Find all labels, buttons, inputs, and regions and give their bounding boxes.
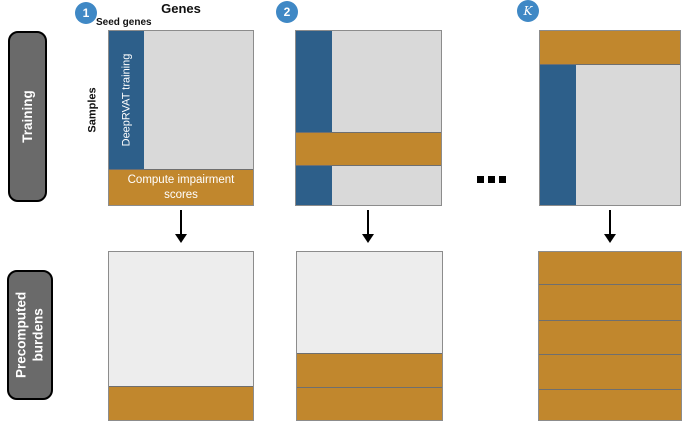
pending-burdens-block <box>109 252 253 386</box>
impairment-scores-block <box>540 31 680 65</box>
training-row-label: Training <box>8 31 47 202</box>
remaining-genes-block <box>332 31 441 132</box>
pending-burdens-block <box>297 252 442 353</box>
arrow-shaft <box>609 210 611 234</box>
deeprvat-training-label: DeepRVAT training <box>120 53 133 147</box>
seed-genes-training-block <box>540 65 576 205</box>
remaining-genes-block <box>576 65 680 205</box>
impairment-scores-block: Compute impairment scores <box>109 169 253 205</box>
training-matrix-fold-1: DeepRVAT training Compute impairment sco… <box>108 30 254 206</box>
arrow-shaft <box>367 210 369 234</box>
computed-burdens-block <box>539 284 681 320</box>
ellipsis-dot <box>499 176 506 183</box>
seed-genes-label: Seed genes <box>96 17 152 28</box>
burden-matrix-fold-1 <box>108 251 254 421</box>
arrow-head <box>175 234 187 243</box>
fold-2-badge: 2 <box>276 1 298 23</box>
fold-k-badge: K <box>517 0 539 22</box>
ellipsis-dot <box>477 176 484 183</box>
computed-burdens-block <box>109 386 253 420</box>
fold-1-badge-label: 1 <box>82 6 90 20</box>
arrow-head <box>604 234 616 243</box>
arrow-down-icon <box>361 210 375 243</box>
training-matrix-fold-2 <box>295 30 442 206</box>
remaining-genes-block <box>144 31 253 169</box>
fold-k-badge-label: K <box>523 4 533 18</box>
arrow-down-icon <box>174 210 188 243</box>
arrow-shaft <box>180 210 182 234</box>
training-row-label-text: Training <box>20 90 36 143</box>
precomputed-burdens-row-label: Precomputed burdens <box>7 270 53 400</box>
compute-impairment-label: Compute impairment scores <box>127 173 235 201</box>
ellipsis-icon <box>477 176 506 183</box>
computed-burdens-block <box>539 252 681 284</box>
genes-axis-label: Genes <box>161 1 201 16</box>
precomputed-burdens-row-label-text: Precomputed burdens <box>13 291 45 379</box>
ellipsis-dot <box>488 176 495 183</box>
burden-matrix-fold-k <box>538 251 682 421</box>
computed-burdens-block <box>539 320 681 354</box>
impairment-scores-block <box>296 132 441 166</box>
fold-2-badge-label: 2 <box>283 5 291 19</box>
samples-axis-label: Samples <box>82 57 104 162</box>
seed-genes-training-block <box>296 166 332 205</box>
computed-burdens-block <box>539 389 681 420</box>
burden-matrix-fold-2 <box>296 251 443 421</box>
seed-genes-training-block: DeepRVAT training <box>109 31 144 169</box>
seed-genes-training-block <box>296 31 332 132</box>
computed-burdens-block <box>297 353 442 387</box>
remaining-genes-block <box>332 166 441 205</box>
arrow-head <box>362 234 374 243</box>
training-matrix-fold-k <box>539 30 681 206</box>
computed-burdens-block <box>539 354 681 389</box>
arrow-down-icon <box>603 210 617 243</box>
computed-burdens-block <box>297 387 442 420</box>
samples-axis-label-text: Samples <box>87 86 99 133</box>
fold-1-badge: 1 <box>75 2 97 24</box>
